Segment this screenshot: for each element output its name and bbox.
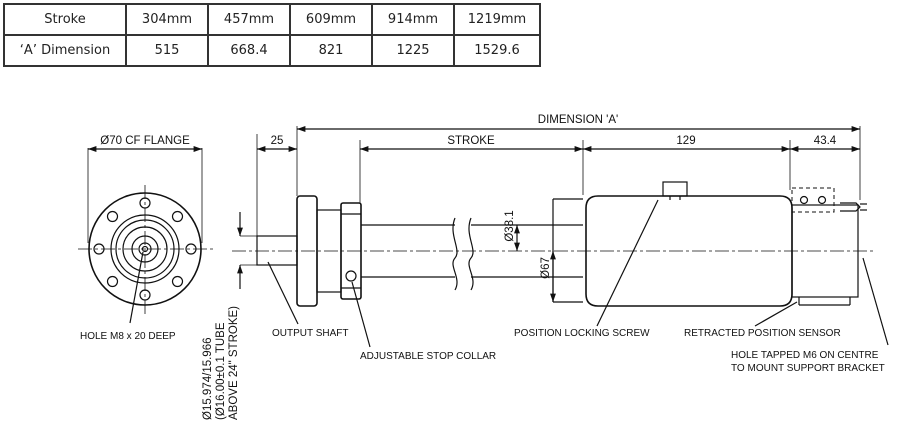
row-header-stroke: Stroke <box>3 3 127 36</box>
locking-screw-label: POSITION LOCKING SCREW <box>514 328 650 339</box>
tube-diameter-label-3: ABOVE 24" STROKE) <box>228 306 240 420</box>
row-header-a-dimension: ‘A’ Dimension <box>3 34 127 67</box>
tapped-hole-label-1: HOLE TAPPED M6 ON CENTRE <box>731 350 879 361</box>
diameter-67-label: Ø67 <box>540 257 552 279</box>
table-cell: 1529.6 <box>453 34 541 67</box>
output-shaft-label: OUTPUT SHAFT <box>272 328 348 339</box>
diameter-38-1-label: Ø38.1 <box>504 210 516 241</box>
table-cell: 515 <box>125 34 209 67</box>
flange-end-view <box>78 146 214 324</box>
flange-label: Ø70 CF FLANGE <box>100 135 190 147</box>
table-row: Stroke 304mm 457mm 609mm 914mm 1219mm <box>3 3 541 36</box>
table-cell: 821 <box>289 34 373 67</box>
actuator-side-view <box>232 126 875 307</box>
table-cell: 1219mm <box>453 3 541 36</box>
table-cell: 457mm <box>207 3 291 36</box>
dimension-a-label: DIMENSION 'A' <box>538 114 618 126</box>
tapped-hole-label-2: TO MOUNT SUPPORT BRACKET <box>731 363 885 374</box>
table-cell: 914mm <box>371 3 455 36</box>
hole-m8-label: HOLE M8 x 20 DEEP <box>80 331 176 342</box>
dimension-129-label: 129 <box>676 135 695 147</box>
stop-collar-label: ADJUSTABLE STOP COLLAR <box>360 351 496 362</box>
tube-diameter-label-2: (Ø16.00±0.1 TUBE <box>215 322 227 420</box>
table-cell: 668.4 <box>207 34 291 67</box>
table-cell: 304mm <box>125 3 209 36</box>
table-cell: 609mm <box>289 3 373 36</box>
table-cell: 1225 <box>371 34 455 67</box>
specification-table: Stroke 304mm 457mm 609mm 914mm 1219mm ‘A… <box>3 3 541 67</box>
dimension-43-4-label: 43.4 <box>814 135 837 147</box>
table-row: ‘A’ Dimension 515 668.4 821 1225 1529.6 <box>3 34 541 67</box>
tube-diameter-label-1: Ø15.974/15.966 <box>202 338 214 421</box>
stroke-dimension-label: STROKE <box>447 135 495 147</box>
retracted-sensor-label: RETRACTED POSITION SENSOR <box>684 328 841 339</box>
dimension-25-label: 25 <box>271 135 284 147</box>
